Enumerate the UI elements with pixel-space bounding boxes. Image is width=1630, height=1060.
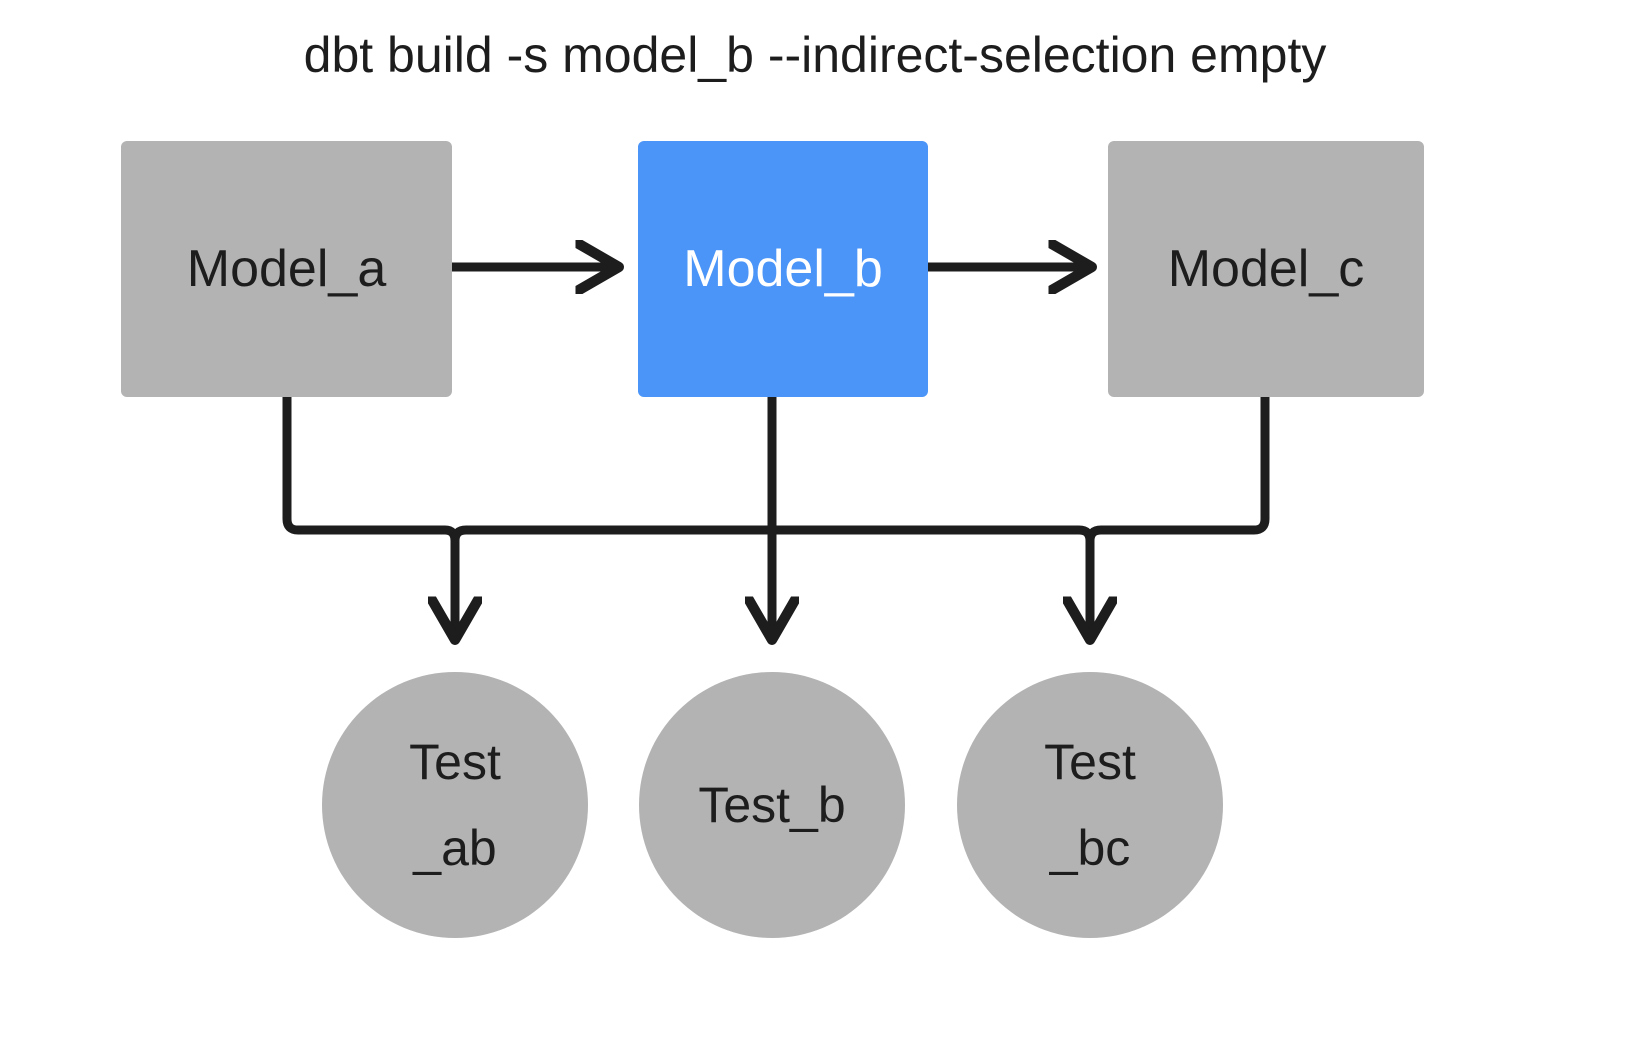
- node-test-b-label-line1: Test_b: [698, 777, 846, 833]
- node-test-ab-label-line1: Test: [409, 734, 501, 790]
- node-test-bc-label-line1: Test: [1044, 734, 1136, 790]
- node-model-a[interactable]: Model_a: [121, 141, 452, 397]
- node-model-a-label: Model_a: [186, 240, 387, 298]
- node-test-ab[interactable]: Test _ab: [322, 672, 588, 938]
- edge-model-b-to-test-ab: [450, 525, 772, 542]
- edge-model-a-to-test-ab: [282, 397, 455, 638]
- node-model-b[interactable]: Model_b: [638, 141, 928, 397]
- diagram-title: dbt build -s model_b --indirect-selectio…: [303, 27, 1327, 83]
- edge-model-c-to-test-bc: [1090, 397, 1270, 638]
- node-test-bc-label-line2: _bc: [1049, 820, 1131, 876]
- node-model-c-label: Model_c: [1167, 240, 1365, 298]
- node-test-b[interactable]: Test_b: [639, 672, 905, 938]
- node-model-b-label: Model_b: [683, 240, 883, 298]
- edge-model-b-to-test-bc: [772, 525, 1095, 542]
- node-model-c[interactable]: Model_c: [1108, 141, 1424, 397]
- node-test-bc[interactable]: Test _bc: [957, 672, 1223, 938]
- node-test-ab-label-line2: _ab: [413, 820, 497, 876]
